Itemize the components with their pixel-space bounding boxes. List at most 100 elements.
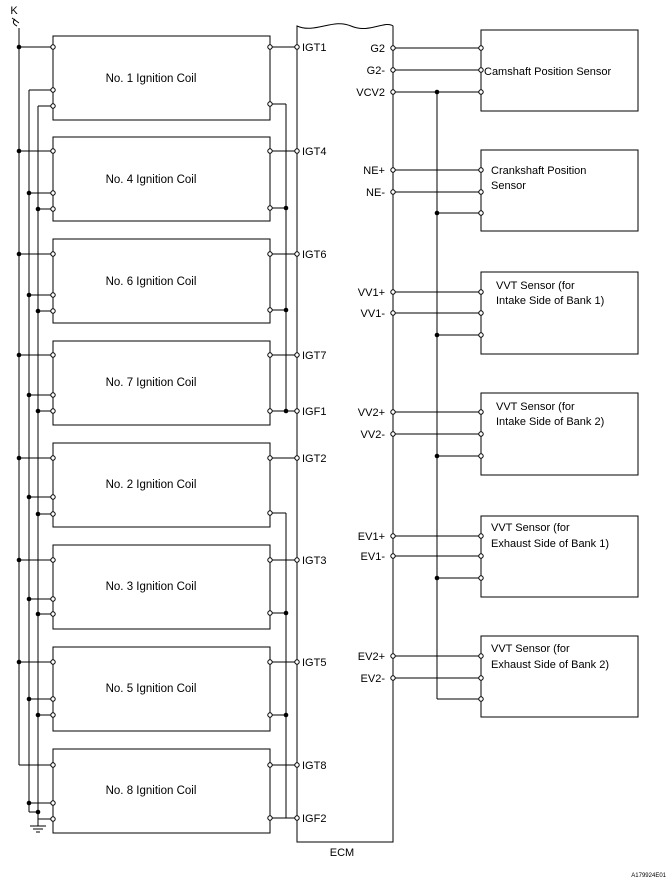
ecm-terminal <box>390 189 396 195</box>
coil-label: No. 6 Ignition Coil <box>106 276 197 288</box>
sensor-terminal <box>478 575 484 581</box>
junction-dot <box>434 89 440 95</box>
supply-label-k: K <box>10 5 18 17</box>
coil-terminal <box>50 408 56 414</box>
coil-terminal <box>267 659 273 665</box>
ecm-terminal <box>390 167 396 173</box>
coil-terminal <box>50 352 56 358</box>
sensor-label-line2: Sensor <box>491 180 526 192</box>
sensor-vvt-exhaust-bank1: VVT Sensor (for Exhaust Side of Bank 1) … <box>358 515 639 598</box>
ecm-terminal <box>390 653 396 659</box>
junction-dot <box>35 206 41 212</box>
junction-dot <box>283 205 289 211</box>
junction-dot <box>434 575 440 581</box>
ecm-pin-label: EV2+ <box>358 651 385 663</box>
junction-dot <box>283 610 289 616</box>
ecm-terminal <box>294 659 300 665</box>
junction-dot <box>26 800 32 806</box>
coil-box <box>52 136 271 222</box>
coil-terminal <box>50 308 56 314</box>
igt-pin-label: IGT3 <box>302 555 326 567</box>
coil-box <box>52 238 271 324</box>
junction-dot <box>16 659 22 665</box>
coil-terminal <box>50 190 56 196</box>
sensor-terminal <box>478 89 484 95</box>
coil-terminal <box>50 511 56 517</box>
coil-terminal <box>50 712 56 718</box>
sensor-terminal <box>478 533 484 539</box>
coil-no6: No. 6 Ignition Coil IGT6 <box>16 238 326 324</box>
junction-dot <box>16 44 22 50</box>
ecm-terminal <box>390 310 396 316</box>
ground-symbol <box>30 825 46 833</box>
ecm-terminal <box>294 148 300 154</box>
igt-pin-label: IGT7 <box>302 350 326 362</box>
ecm-terminal <box>390 45 396 51</box>
ecm-terminal <box>390 553 396 559</box>
coil-terminal <box>267 205 273 211</box>
igt-pin-label: IGT5 <box>302 657 326 669</box>
coil-terminal <box>50 696 56 702</box>
sensor-terminal <box>478 431 484 437</box>
sensor-terminal <box>478 332 484 338</box>
coil-terminal <box>50 494 56 500</box>
sensor-terminal <box>478 45 484 51</box>
junction-dot <box>26 392 32 398</box>
sensor-terminal <box>478 553 484 559</box>
junction-dot <box>35 511 41 517</box>
sensor-label-line1: Crankshaft Position <box>491 165 586 177</box>
igf1-ecm-terminal <box>294 408 300 414</box>
igt-pin-label: IGT1 <box>302 42 326 54</box>
ecm-pin-label: NE+ <box>363 165 385 177</box>
sensor-label-line2: Exhaust Side of Bank 1) <box>491 538 609 550</box>
coil-terminal <box>50 800 56 806</box>
sensor-label-line1: VVT Sensor (for <box>496 280 575 292</box>
junction-dot <box>283 307 289 313</box>
coil-no1: No. 1 Ignition Coil IGT1 <box>16 35 326 121</box>
coil-label: No. 2 Ignition Coil <box>106 479 197 491</box>
coil-terminal <box>267 352 273 358</box>
sensor-label-line1: VVT Sensor (for <box>496 401 575 413</box>
ecm-pin-label: VCV2 <box>356 87 385 99</box>
junction-dot <box>283 408 289 414</box>
junction-dot <box>16 352 22 358</box>
sensor-terminal <box>478 453 484 459</box>
junction-dot <box>434 332 440 338</box>
coil-terminal <box>50 44 56 50</box>
sensor-terminal <box>478 696 484 702</box>
sensor-terminal <box>478 67 484 73</box>
coil-terminal <box>267 307 273 313</box>
sensor-terminal <box>478 310 484 316</box>
ecm-terminal <box>390 67 396 73</box>
ecm-pin-label: EV1- <box>361 551 386 563</box>
igf2-pin-label: IGF2 <box>302 813 326 825</box>
coil-terminal <box>267 101 273 107</box>
figure-id: A179924E01 <box>631 873 666 879</box>
coil-label: No. 3 Ignition Coil <box>106 581 197 593</box>
junction-dot <box>16 148 22 154</box>
junction-dot <box>16 557 22 563</box>
ecm-terminal <box>294 762 300 768</box>
coil-box <box>52 748 271 834</box>
coil-terminal <box>50 557 56 563</box>
sensor-vvt-exhaust-bank2: VVT Sensor (for Exhaust Side of Bank 2) … <box>358 635 639 718</box>
ecm-pin-label: NE- <box>366 187 385 199</box>
ecm-pin-label: VV1- <box>361 308 386 320</box>
junction-dot <box>16 455 22 461</box>
coil-box <box>52 35 271 121</box>
coil-terminal <box>267 712 273 718</box>
coil-label: No. 7 Ignition Coil <box>106 377 197 389</box>
junction-dot <box>35 611 41 617</box>
coil-label: No. 4 Ignition Coil <box>106 174 197 186</box>
coil-terminal <box>50 762 56 768</box>
coil-terminal <box>50 659 56 665</box>
sensor-terminal <box>478 289 484 295</box>
coil-no2: No. 2 Ignition Coil IGT2 <box>16 442 326 528</box>
ecm-terminal <box>294 557 300 563</box>
ecm-pin-label: EV2- <box>361 673 386 685</box>
igt-pin-label: IGT6 <box>302 249 326 261</box>
ecm-pin-label: VV1+ <box>358 287 385 299</box>
ecm-terminal <box>390 533 396 539</box>
coil-terminal <box>267 251 273 257</box>
coil-terminal <box>267 510 273 516</box>
